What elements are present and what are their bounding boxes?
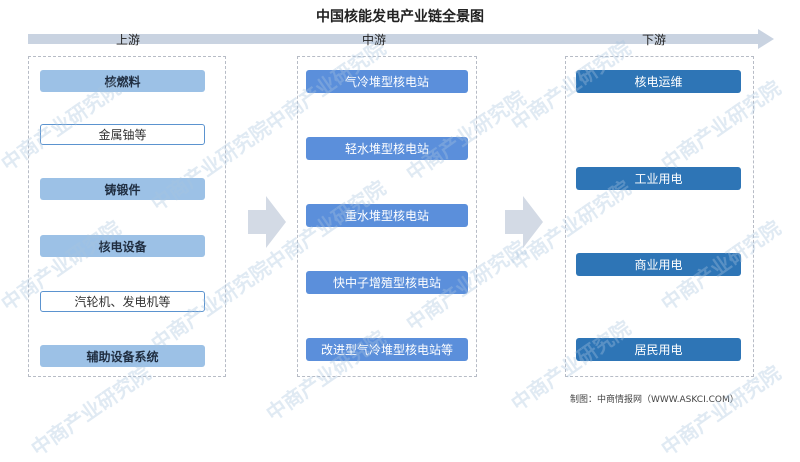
upstream-item-turbines: 汽轮机、发电机等 [40,291,205,312]
downstream-item-operations: 核电运维 [576,70,741,93]
stage-label-midstream: 中游 [361,33,386,47]
upstream-item-uranium: 金属铀等 [40,124,205,145]
midstream-item-fast-breeder: 快中子增殖型核电站 [306,271,468,294]
diagram-title: 中国核能发电产业链全景图 [316,9,484,25]
source-credit: 制图：中商情报网（WWW.ASKCI.COM） [570,395,739,405]
downstream-item-residential: 居民用电 [576,338,741,361]
stage-label-upstream: 上游 [115,33,140,47]
upstream-item-fuel: 核燃料 [40,70,205,92]
midstream-item-heavy-water: 重水堆型核电站 [306,204,468,227]
midstream-to-downstream-arrow-icon [505,196,543,248]
midstream-item-advanced-gas-cooled: 改进型气冷堆型核电站等 [306,338,468,361]
downstream-column [565,56,754,377]
stage-band-arrowhead [758,29,774,49]
upstream-column [28,56,226,377]
midstream-column [297,56,477,377]
downstream-item-commercial: 商业用电 [576,253,741,276]
upstream-to-midstream-arrow-icon [248,196,286,248]
upstream-item-auxiliary: 辅助设备系统 [40,345,205,367]
stage-label-downstream: 下游 [641,33,666,47]
downstream-item-industrial: 工业用电 [576,167,741,190]
upstream-item-nuclear-equipment: 核电设备 [40,235,205,257]
midstream-item-gas-cooled: 气冷堆型核电站 [306,70,468,93]
midstream-item-light-water: 轻水堆型核电站 [306,137,468,160]
upstream-item-forgings: 铸锻件 [40,178,205,200]
stage-band [28,34,758,44]
